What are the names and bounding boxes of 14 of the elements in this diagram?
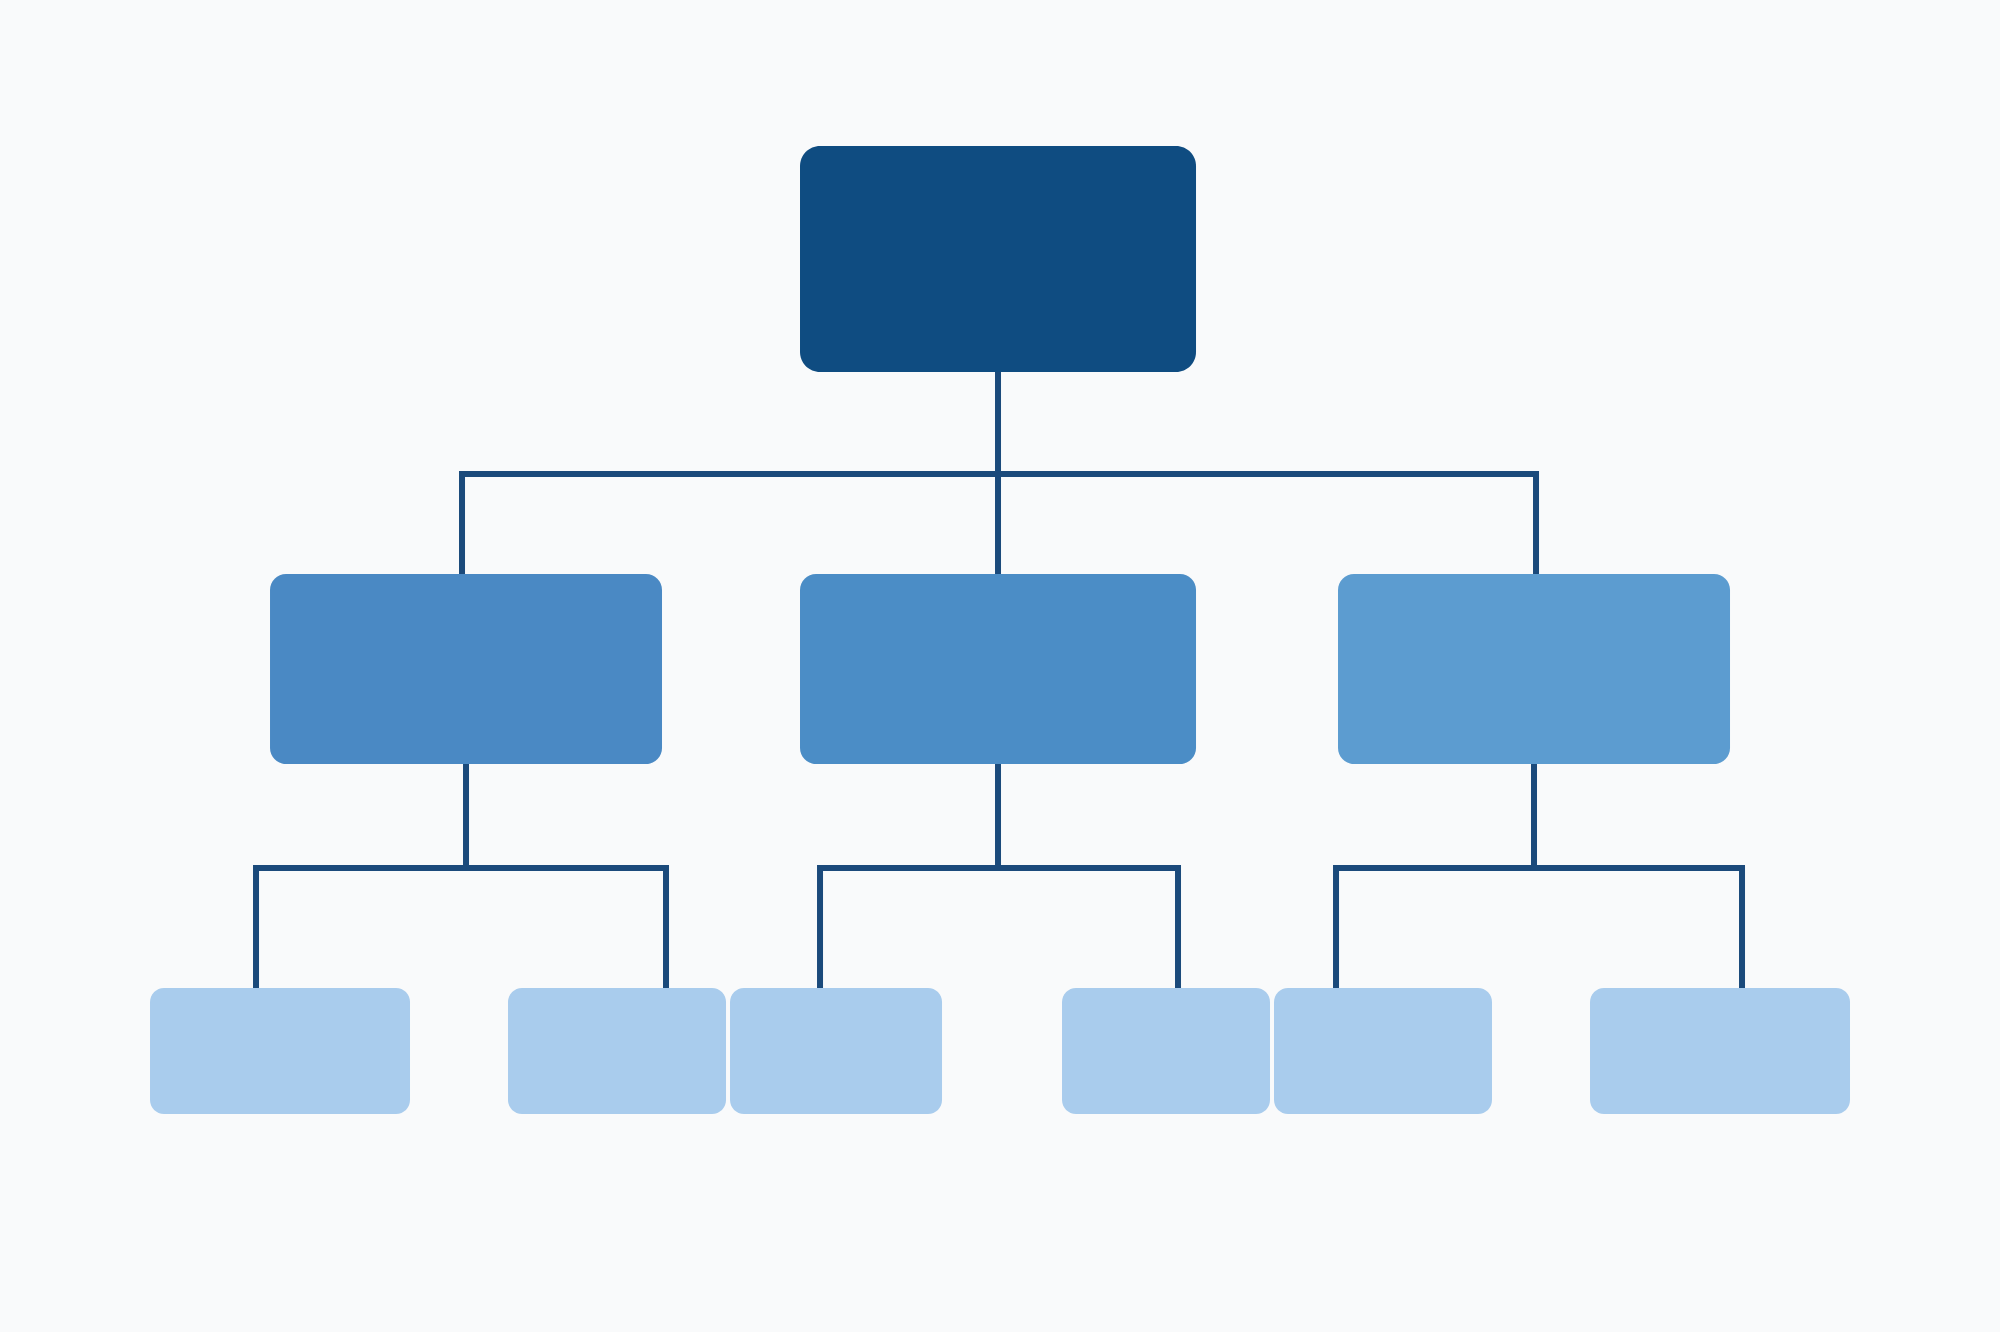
connector-line — [459, 369, 1539, 577]
leaf-box — [1590, 988, 1850, 1114]
leaf-box — [150, 988, 410, 1114]
leaf-box — [730, 988, 942, 1114]
branch-box — [1338, 574, 1730, 764]
branch-box — [800, 574, 1196, 764]
root-box — [800, 146, 1196, 372]
leaf-box — [1062, 988, 1270, 1114]
branch-box — [270, 574, 662, 764]
connector-line — [1333, 761, 1745, 991]
connector-line — [253, 761, 669, 991]
leaf-box — [508, 988, 726, 1114]
connector-line — [817, 761, 1181, 991]
leaf-box — [1274, 988, 1492, 1114]
